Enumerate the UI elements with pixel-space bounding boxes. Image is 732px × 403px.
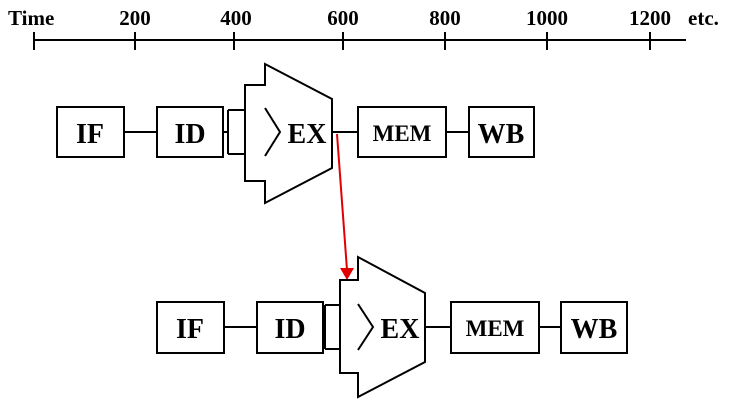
stage-ex-alu: [244, 62, 333, 205]
stage-wb-label: WB: [571, 314, 618, 345]
stage-mem-label: MEM: [373, 121, 432, 146]
timeline: Time 200 400 600 800 1000 1200 etc.: [8, 6, 719, 50]
stage-id-label: ID: [174, 119, 205, 150]
timeline-tick-label-1000: 1000: [526, 6, 568, 30]
forwarding-arrow-head: [340, 268, 354, 280]
stage-mem-box: [357, 106, 447, 158]
timeline-tick-label-800: 800: [429, 6, 461, 30]
timeline-suffix: etc.: [688, 6, 719, 30]
stage-wb-label: WB: [478, 119, 525, 150]
stage-id-box: [156, 106, 224, 158]
stage-mem-label: MEM: [466, 316, 525, 341]
forwarding-arrow: [336, 133, 354, 280]
timeline-tick-label-200: 200: [119, 6, 151, 30]
timeline-tick-label-1200: 1200: [629, 6, 671, 30]
stage-mem-box: [450, 301, 540, 354]
stage-id-label: ID: [274, 314, 305, 345]
pipeline-2: IF ID EX MEM WB: [156, 255, 628, 399]
stage-ex-label: EX: [381, 314, 420, 345]
timeline-tick-label-600: 600: [327, 6, 359, 30]
timeline-tick-label-400: 400: [220, 6, 252, 30]
stage-if-label: IF: [76, 119, 104, 150]
alu-notch: [264, 107, 282, 157]
stage-ex-label: EX: [288, 119, 327, 150]
forwarding-arrow-line: [336, 133, 348, 271]
stage-wb-box: [560, 301, 628, 354]
stage-if-box: [156, 301, 225, 354]
stage-ex-alu: [339, 255, 426, 399]
stage-wb-box: [468, 106, 535, 158]
timeline-label: Time: [8, 6, 54, 30]
alu-notch: [357, 303, 375, 351]
pipeline-1: IF ID EX MEM WB: [56, 62, 535, 205]
stage-if-box: [56, 106, 125, 158]
stage-if-label: IF: [176, 314, 204, 345]
